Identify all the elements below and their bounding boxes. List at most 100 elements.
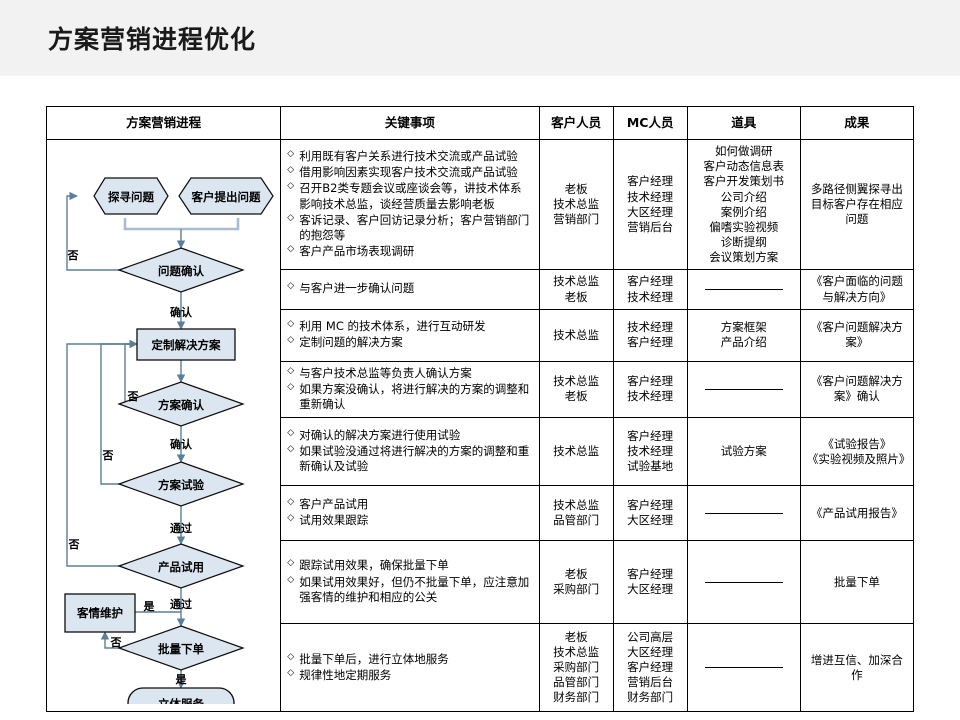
- flow-node-solution-trial[interactable]: [117, 461, 245, 507]
- line: 《客户问题解决方案》: [810, 320, 903, 350]
- mc-list: 客户经理技术经理大区经理营销后台: [620, 174, 681, 235]
- list-item: 如果试用效果好，但仍不批量下单，应注意加强客情的维护和相应的公关: [287, 575, 532, 605]
- list-item: 定制问题的解决方案: [287, 335, 532, 350]
- line: 《实验视频及照片》: [806, 451, 911, 466]
- flow-node-custom-solution[interactable]: [136, 328, 236, 361]
- edge-label-no-1: 否: [67, 249, 79, 262]
- line: 客户动态信息表: [703, 159, 785, 174]
- line: 案例介绍: [720, 204, 767, 219]
- cell-results: 《客户问题解决方案》确认: [799, 360, 915, 419]
- mc-list: 公司高层大区经理客户经理营销后台财务部门: [620, 630, 681, 706]
- line: 技术经理: [627, 320, 674, 335]
- title-band: 方案营销进程优化: [0, 0, 960, 76]
- line: 客户开发策划书: [703, 174, 785, 189]
- empty-dash: [704, 667, 783, 669]
- list-item: 规律性地定期服务: [287, 668, 532, 683]
- flow-node-relation-maintenance[interactable]: [64, 593, 136, 633]
- edge-label-yes-2: 是: [175, 673, 188, 686]
- empty-dash: [704, 388, 783, 390]
- flow-node-product-trial[interactable]: [117, 543, 245, 589]
- cell-key-items: 利用既有客户关系进行技术交流或产品试验借用影响因素实现客户技术交流或产品试验召开…: [280, 138, 540, 271]
- mc-list: 客户经理技术经理: [620, 274, 681, 304]
- flow-node-bulk-order-label: 批量下单: [158, 642, 204, 656]
- list-item: 召开B2类专题会议或座谈会等，讲技术体系影响技术总监，谈经营质量去影响老板: [287, 181, 532, 211]
- flow-node-bulk-order[interactable]: [117, 625, 245, 671]
- line: 技术总监: [553, 274, 600, 289]
- cell-mc: 公司高层大区经理客户经理营销后台财务部门: [612, 623, 688, 713]
- line: 客户经理: [627, 567, 674, 582]
- list-item: 如果试验没通过将进行解决的方案的调整和重新确认及试验: [287, 444, 532, 474]
- list-item: 跟踪试用效果，确保批量下单: [287, 558, 532, 573]
- cell-key-items: 与客户进一步确认问题: [280, 269, 540, 310]
- flow-node-confirm-problem-label: 问题确认: [158, 264, 204, 278]
- line: 公司高层: [627, 629, 674, 644]
- flow-node-custom-solution-label: 定制解决方案: [152, 338, 221, 352]
- flow-node-explore[interactable]: [93, 177, 169, 215]
- line: 营销部门: [553, 212, 600, 227]
- cell-customer: 技术总监老板: [538, 269, 614, 310]
- key-items-list: 批量下单后，进行立体地服务规律性地定期服务: [287, 652, 532, 683]
- col-header-key-items: 关键事项: [280, 106, 540, 140]
- flow-node-customer-raise-label: 客户提出问题: [191, 190, 261, 204]
- results-list: 《客户问题解决方案》确认: [807, 374, 907, 404]
- line: 如何做调研: [715, 144, 773, 158]
- line: 产品介绍: [720, 335, 767, 350]
- list-item: 客户产品试用: [287, 497, 532, 512]
- empty-dash: [704, 512, 783, 514]
- col-header-customer: 客户人员: [538, 106, 614, 140]
- col-header-process: 方案营销进程: [45, 106, 282, 140]
- list-item: 客户产品市场表现调研: [287, 244, 532, 259]
- line: 客户经理: [627, 498, 674, 513]
- cell-key-items: 批量下单后，进行立体地服务规律性地定期服务: [280, 623, 540, 713]
- col-header-tools: 道具: [686, 106, 801, 140]
- cell-results: 《客户面临的问题与解决方向》: [799, 269, 915, 310]
- line: 财务部门: [627, 690, 674, 705]
- key-items-list: 与客户技术总监等负责人确认方案如果方案没确认，将进行解决的方案的调整和重新确认: [287, 366, 532, 413]
- cell-key-items: 客户产品试用试用效果跟踪: [280, 485, 540, 542]
- flow-node-confirm-problem[interactable]: [117, 247, 245, 293]
- flow-node-full-service-label: 立体服务: [158, 697, 204, 704]
- cell-tools: [686, 360, 801, 419]
- key-items-list: 利用既有客户关系进行技术交流或产品试验借用影响因素实现客户技术交流或产品试验召开…: [287, 149, 532, 259]
- line: 会议策划方案: [709, 250, 779, 265]
- line: 技术总监: [553, 444, 600, 459]
- line: 《客户问题解决方案》确认: [810, 374, 903, 404]
- line: 品管部门: [553, 513, 600, 528]
- customer-list: 技术总监: [546, 444, 607, 459]
- edge-label-no-3: 否: [102, 449, 114, 462]
- cell-results: 批量下单: [799, 540, 915, 625]
- customer-list: 技术总监老板: [546, 274, 607, 304]
- cell-mc: 客户经理大区经理: [612, 540, 688, 625]
- edge-label-no-2: 否: [127, 390, 139, 403]
- line: 品管部门: [553, 675, 600, 690]
- list-item: 利用 MC 的技术体系，进行互动研发: [287, 319, 532, 334]
- line: 技术经理: [627, 389, 674, 404]
- flowchart-cell: 探寻问题 客户提出问题 问题确认 定制解决方案: [45, 138, 282, 713]
- line: 营销后台: [627, 675, 674, 690]
- tools-list: 试验方案: [694, 444, 794, 459]
- flow-node-full-service[interactable]: [127, 687, 235, 704]
- cell-key-items: 利用 MC 的技术体系，进行互动研发定制问题的解决方案: [280, 308, 540, 362]
- customer-list: 技术总监: [546, 328, 607, 343]
- line: 公司介绍: [720, 189, 767, 204]
- cell-customer: 老板技术总监采购部门品管部门财务部门: [538, 623, 614, 713]
- cell-tools: 如何做调研客户动态信息表客户开发策划书公司介绍案例介绍偏嗜实验视频诊断提纲会议策…: [686, 138, 801, 271]
- process-matrix-table: 方案营销进程 关键事项 客户人员 MC人员 道具 成果: [45, 106, 915, 713]
- cell-key-items: 跟踪试用效果，确保批量下单如果试用效果好，但仍不批量下单，应注意加强客情的维护和…: [280, 540, 540, 625]
- page-title: 方案营销进程优化: [48, 25, 257, 54]
- list-item: 客诉记录、客户回访记录分析；客户营销部门的抱怨等: [287, 213, 532, 243]
- flow-node-customer-raise[interactable]: [178, 177, 274, 215]
- results-list: 批量下单: [807, 575, 907, 590]
- flow-node-confirm-solution[interactable]: [117, 381, 245, 427]
- cell-tools: [686, 485, 801, 542]
- line: 试验基地: [627, 459, 674, 474]
- line: 客户经理: [627, 660, 674, 675]
- flow-node-solution-trial-label: 方案试验: [158, 478, 204, 492]
- key-items-list: 利用 MC 的技术体系，进行互动研发定制问题的解决方案: [287, 319, 532, 350]
- mc-list: 技术经理客户经理: [620, 320, 681, 350]
- key-items-list: 客户产品试用试用效果跟踪: [287, 497, 532, 528]
- marketing-process-flowchart: 探寻问题 客户提出问题 问题确认 定制解决方案: [53, 144, 285, 707]
- cell-customer: 技术总监品管部门: [538, 485, 614, 542]
- cell-key-items: 与客户技术总监等负责人确认方案如果方案没确认，将进行解决的方案的调整和重新确认: [280, 360, 540, 419]
- line: 采购部门: [553, 582, 600, 597]
